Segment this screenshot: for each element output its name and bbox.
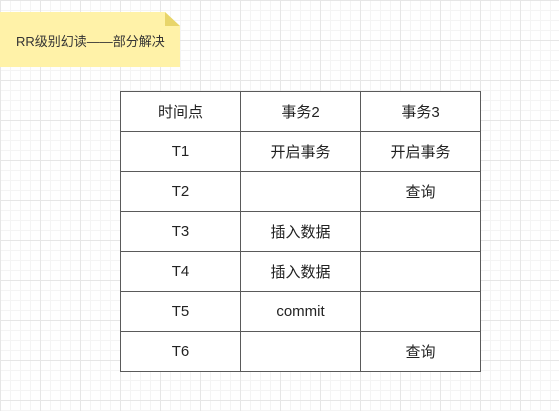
table-cell-tx3 [360, 251, 481, 292]
table-cell-time: T2 [120, 171, 241, 212]
table-row: T3 插入数据 [120, 211, 481, 252]
header-transaction-2: 事务2 [240, 91, 361, 132]
table-cell-tx2 [240, 331, 361, 372]
table-cell-tx3: 查询 [360, 171, 481, 212]
table-cell-time: T1 [120, 131, 241, 172]
table-row: T5 commit [120, 291, 481, 332]
table-cell-tx3: 查询 [360, 331, 481, 372]
header-transaction-3: 事务3 [360, 91, 481, 132]
table-cell-time: T6 [120, 331, 241, 372]
header-time-point: 时间点 [120, 91, 241, 132]
table-cell-time: T5 [120, 291, 241, 332]
table-row: T1 开启事务 开启事务 [120, 131, 481, 172]
sticky-note[interactable]: RR级别幻读——部分解决 [0, 12, 180, 67]
sticky-note-shape [0, 12, 180, 67]
table-cell-tx2: 开启事务 [240, 131, 361, 172]
transaction-timeline-table[interactable]: 时间点 事务2 事务3 T1 开启事务 开启事务 T2 查询 T3 插入数据 T… [120, 91, 481, 372]
table-row: T4 插入数据 [120, 251, 481, 292]
table-cell-tx2: 插入数据 [240, 251, 361, 292]
table-cell-time: T4 [120, 251, 241, 292]
table-cell-tx2: commit [240, 291, 361, 332]
table-row: T6 查询 [120, 331, 481, 372]
table-cell-tx3 [360, 291, 481, 332]
table-cell-tx2 [240, 171, 361, 212]
table-cell-time: T3 [120, 211, 241, 252]
table-row: T2 查询 [120, 171, 481, 212]
table-cell-tx3 [360, 211, 481, 252]
table-header-row: 时间点 事务2 事务3 [120, 91, 481, 132]
table-cell-tx2: 插入数据 [240, 211, 361, 252]
sticky-note-text: RR级别幻读——部分解决 [16, 34, 165, 49]
table-cell-tx3: 开启事务 [360, 131, 481, 172]
